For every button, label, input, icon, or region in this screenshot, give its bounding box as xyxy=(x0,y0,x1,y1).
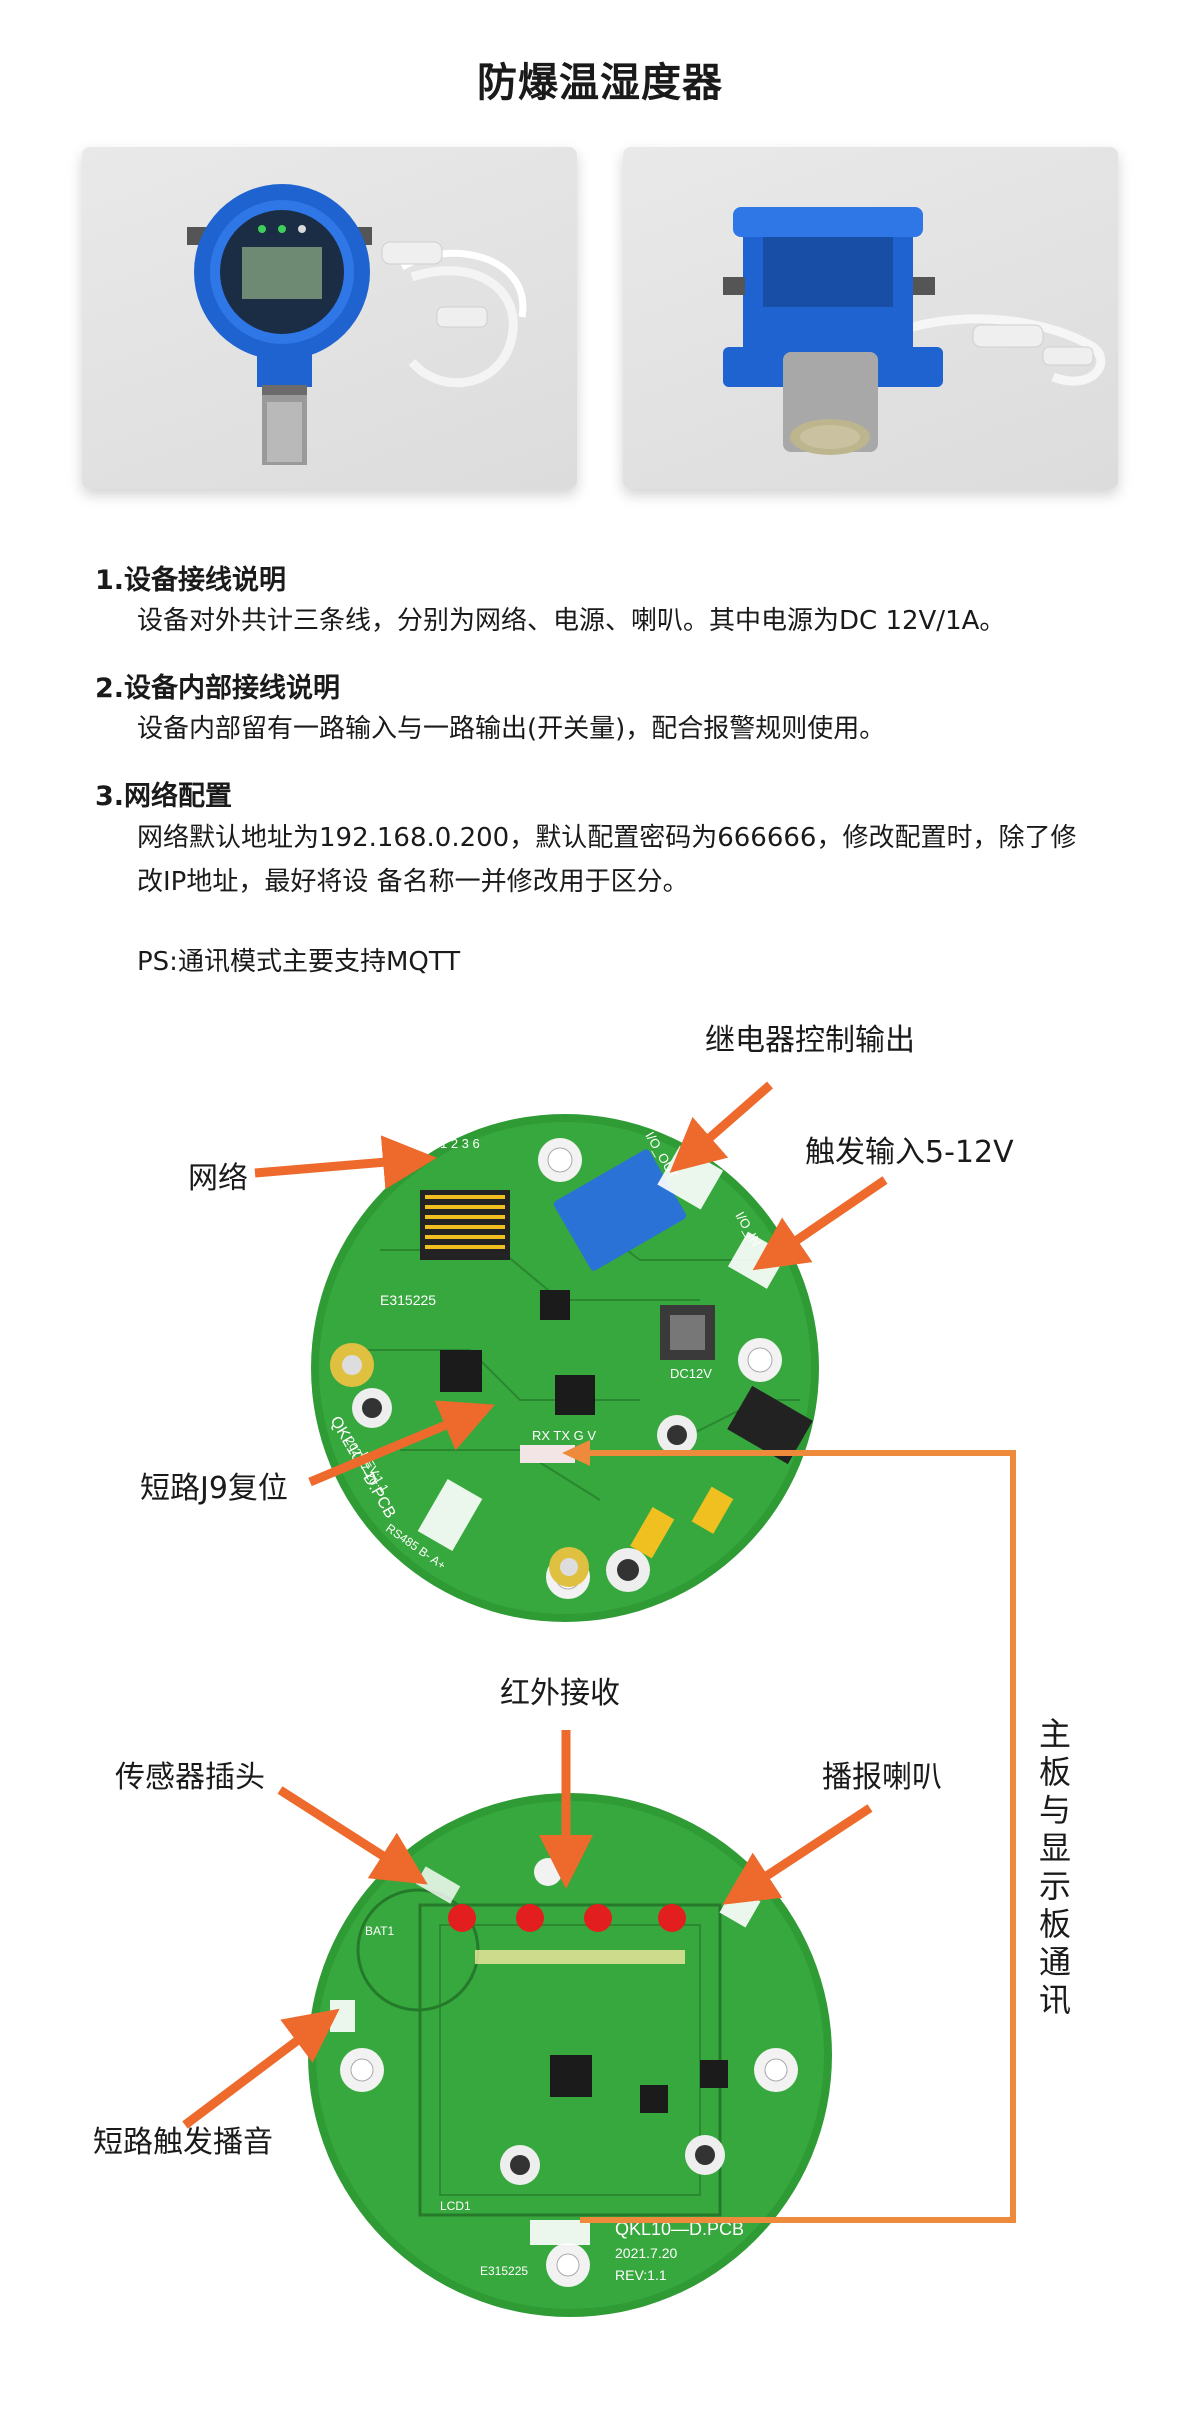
section-3-title: 3.网络配置 xyxy=(95,781,233,812)
section-2-body: 设备内部留有一路输入与一路输出(开关量)，配合报警规则使用。 xyxy=(137,714,886,744)
main-code-label: E315225 xyxy=(380,1292,436,1308)
main-pcb-rev: REV:1.1 xyxy=(357,1450,391,1496)
arrow-relay-output xyxy=(669,1081,773,1173)
display-bat-label: BAT1 xyxy=(365,1924,394,1938)
comm-line-arrowhead xyxy=(562,1440,590,1466)
arrow-speaker xyxy=(722,1804,873,1905)
main-io-out-label: I/O_OUT xyxy=(642,1129,681,1182)
section-3-body-line2: 改IP地址，最好将设 备名称一并修改用于区分。 xyxy=(137,867,689,897)
display-pcb-date: 2021.7.20 xyxy=(615,2245,677,2261)
page-title: 防爆温湿度器 xyxy=(477,60,723,106)
label-ir-receive: 红外接收 xyxy=(500,1676,620,1711)
section-3-body-line1: 网络默认地址为192.168.0.200，默认配置密码为666666，修改配置时… xyxy=(137,823,1077,853)
arrow-short-reset xyxy=(308,1400,495,1487)
display-pcb-rev: REV:1.1 xyxy=(615,2267,667,2283)
section-1-title: 1.设备接线说明 xyxy=(95,565,287,596)
main-io-in-label: I/O_IN xyxy=(732,1209,764,1249)
section-1-body: 设备对外共计三条线，分别为网络、电源、喇叭。其中电源为DC 12V/1A。 xyxy=(137,606,1006,636)
comm-line xyxy=(575,1450,1016,2223)
display-board-pcb: BAT1 LCD1 QKL10—D.PCB 2021.7.20 REV:1.1 … xyxy=(308,1793,832,2317)
main-rxtx-label: RX TX G V xyxy=(532,1428,596,1443)
display-pcb-name: QKL10—D.PCB xyxy=(615,2219,744,2239)
label-network: 网络 xyxy=(188,1161,248,1196)
label-sensor-plug: 传感器插头 xyxy=(115,1760,265,1795)
main-pcb-name: QKL10—D.PCB xyxy=(327,1414,399,1522)
main-board-pcb: 1 2 3 6 E315225 DC12V RX TX G V QKL10—D.… xyxy=(311,1114,819,1622)
arrow-sensor-plug xyxy=(277,1786,428,1885)
arrow-trigger-input xyxy=(752,1176,888,1271)
arrow-short-trigger xyxy=(182,2008,340,2129)
main-rs485-label: RS485 B- A+ xyxy=(383,1521,448,1572)
label-short-reset: 短路J9复位 xyxy=(140,1471,288,1506)
label-comm: 主板与显示板通讯 xyxy=(1038,1715,1071,2019)
main-pins-label: 1 2 3 6 xyxy=(440,1136,480,1151)
section-2-title: 2.设备内部接线说明 xyxy=(95,673,341,704)
label-relay-output: 继电器控制输出 xyxy=(705,1023,915,1058)
label-speaker: 播报喇叭 xyxy=(822,1760,942,1795)
main-dc-label: DC12V xyxy=(670,1366,712,1381)
label-short-trigger: 短路触发播音 xyxy=(93,2125,273,2160)
display-lcd-label: LCD1 xyxy=(440,2199,471,2213)
product-photo-front xyxy=(82,147,577,489)
label-trigger-input: 触发输入5-12V xyxy=(805,1135,1014,1170)
main-pcb-date: 2021.7.20 xyxy=(342,1435,381,1489)
display-code-label: E315225 xyxy=(480,2264,528,2278)
section-3-note: PS:通讯模式主要支持MQTT xyxy=(137,947,461,977)
arrow-network xyxy=(254,1135,437,1190)
product-photo-side xyxy=(623,147,1118,489)
